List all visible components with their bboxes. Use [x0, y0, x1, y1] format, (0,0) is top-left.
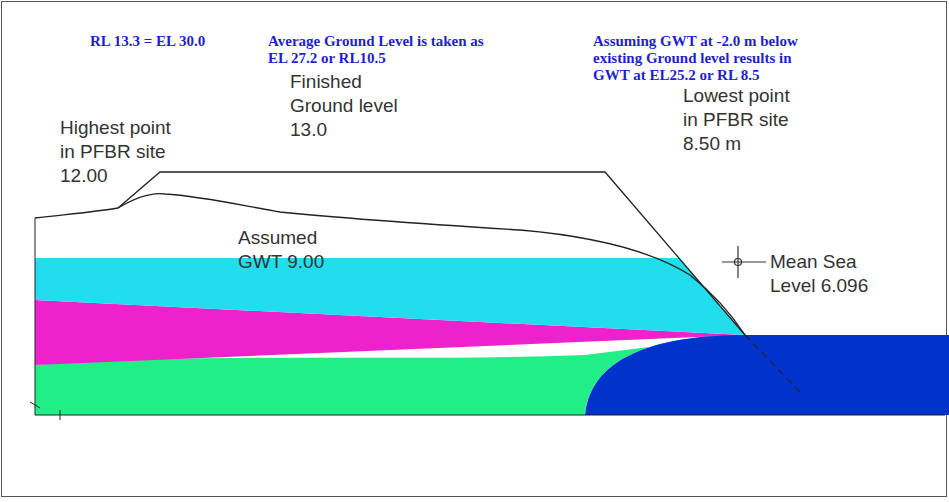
section-axis — [35, 218, 945, 415]
lowest-point-label: Lowest point in PFBR site 8.50 m — [683, 84, 809, 156]
highest-point-label: Highest point in PFBR site 12.00 — [60, 116, 186, 188]
sea — [585, 335, 949, 415]
msl-label: Mean Sea Level 6.096 — [770, 250, 882, 298]
tick-marks — [30, 402, 60, 420]
msl-crosshair — [722, 246, 766, 278]
gwt-band — [35, 258, 745, 335]
slope-extension — [745, 335, 800, 392]
existing-ground-line — [35, 194, 745, 335]
ground-level-note: Average Ground Level is taken as EL 27.2… — [268, 33, 490, 67]
finished-ground-line — [118, 172, 745, 335]
gwt-note: Assuming GWT at -2.0 m below existing Gr… — [593, 33, 798, 84]
finished-level-label: Finished Ground level 13.0 — [290, 70, 418, 142]
gwt-label: Assumed GWT 9.00 — [238, 226, 340, 274]
